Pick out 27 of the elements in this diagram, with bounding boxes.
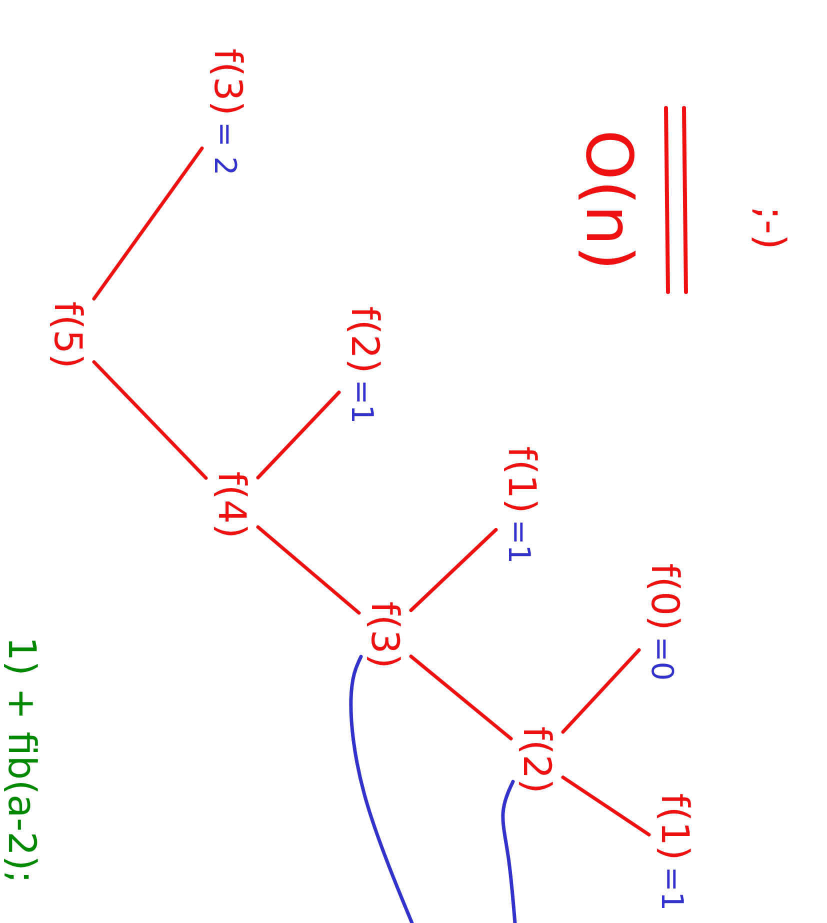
tree-branch [92,360,208,480]
tree-branch [256,390,341,480]
tree-branch [92,146,204,301]
tree-branch [256,525,361,615]
return-value: =1 [346,380,376,424]
function-call: f(3) [366,601,404,669]
function-call: f(4) [213,471,251,539]
function-call: f(2) [518,726,556,794]
return-value: = 2 [209,122,239,176]
function-call: f(3) [209,48,247,116]
tree-branch [409,528,498,612]
function-call: f(1) [656,793,694,860]
curved-line [349,654,414,923]
function-call: f(5) [49,301,87,369]
return-value: =1 [656,866,686,911]
return-value: =0 [646,636,676,681]
code-text: 1) + fib(a-2); [3,636,41,884]
curved-line [501,780,517,923]
complexity-text: O(n) [576,130,640,270]
return-value: =1 [503,520,533,564]
tree-branch [409,654,513,740]
smiley-text: ;-) [750,206,790,250]
tree-branch [561,648,641,734]
tree-branch [561,776,651,836]
function-call: f(1) [503,446,541,514]
function-call: f(2) [346,306,384,374]
function-call: f(0) [646,563,684,630]
